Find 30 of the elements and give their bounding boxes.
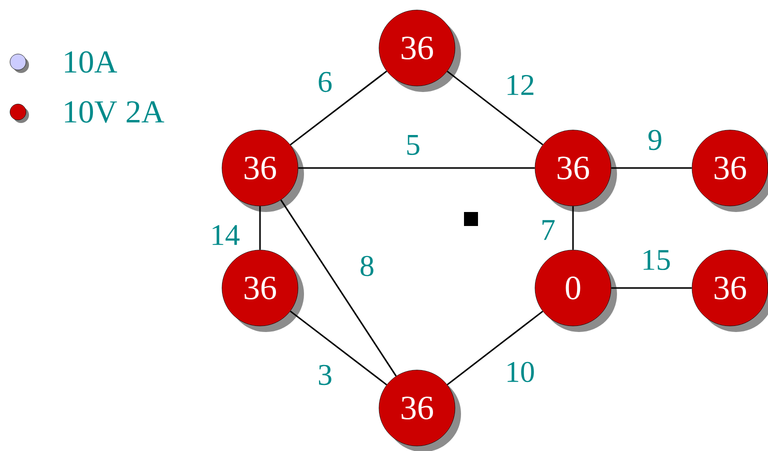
edge-label: 10: [508, 362, 534, 382]
circle-node: 36: [692, 250, 768, 332]
edge-label: 6: [318, 72, 332, 92]
edge-line: [611, 167, 692, 169]
circle-node: 36: [378, 370, 461, 451]
circle-node: 36: [222, 250, 304, 332]
edge-label: 7: [542, 220, 555, 240]
edge-line: [572, 206, 574, 250]
edge-label: 15: [644, 250, 670, 270]
edge-line: [611, 287, 692, 289]
edge-line: [280, 200, 397, 376]
circle-node: 36: [534, 130, 617, 212]
edge-label: 12: [508, 75, 534, 95]
edge-line: [290, 70, 388, 146]
edge-line: [290, 310, 388, 386]
circle-node: 36: [378, 10, 461, 92]
circle-node: 36: [222, 130, 304, 212]
edge-label: 3: [318, 364, 332, 386]
legend-text: 10V 2A: [65, 101, 164, 123]
edge-label: 8: [360, 256, 374, 276]
circle-node: 36: [692, 130, 768, 212]
circle-node: 0: [534, 250, 617, 332]
edge-line: [259, 206, 261, 250]
edge-line: [446, 310, 544, 386]
edge-line: [298, 167, 535, 169]
edge-line: [446, 70, 544, 146]
edge-label: 14: [212, 225, 240, 245]
legend-text: 10A: [65, 51, 118, 73]
edge-label: 5: [407, 135, 420, 155]
edge-label: 9: [648, 130, 662, 150]
